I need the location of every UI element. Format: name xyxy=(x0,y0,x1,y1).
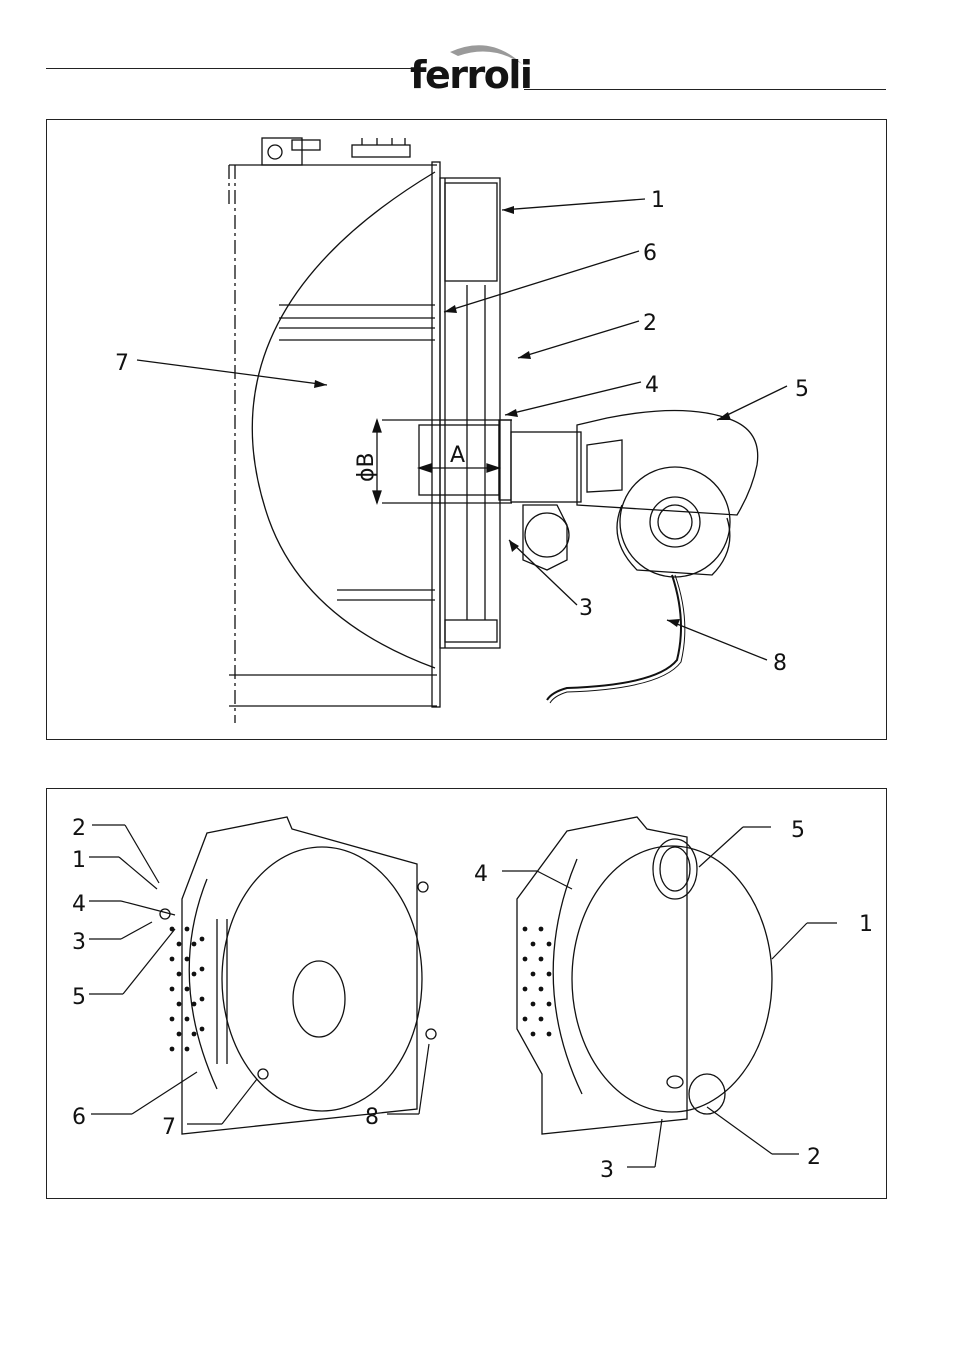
header-rule-right xyxy=(524,89,886,90)
callout-right-3: 3 xyxy=(600,1158,614,1183)
callout-top-7: 7 xyxy=(115,351,129,376)
callout-top-4: 4 xyxy=(645,373,659,398)
burner-section-drawing: 1 6 2 4 5 7 3 8 A ϕB xyxy=(47,120,886,739)
right-hole-pattern xyxy=(523,927,552,1037)
dimension-b-label: ϕB xyxy=(354,452,379,482)
callout-top-3: 3 xyxy=(579,596,593,621)
callout-right-1: 1 xyxy=(859,912,873,937)
callout-left-7: 7 xyxy=(162,1115,176,1140)
callout-left-3: 3 xyxy=(72,930,86,955)
callout-left-1: 1 xyxy=(72,848,86,873)
door-assembly-drawing: 2 1 4 3 5 6 7 8 5 4 1 3 2 xyxy=(47,789,886,1198)
figure-top-panel: 1 6 2 4 5 7 3 8 A ϕB xyxy=(46,119,887,740)
callout-right-4: 4 xyxy=(474,862,488,887)
callout-top-8: 8 xyxy=(773,651,787,676)
figure-bottom-panel: 2 1 4 3 5 6 7 8 5 4 1 3 2 xyxy=(46,788,887,1199)
left-hole-pattern xyxy=(170,927,205,1052)
header-rule-left xyxy=(46,68,416,69)
callout-top-6: 6 xyxy=(643,241,657,266)
callout-left-8: 8 xyxy=(365,1105,379,1130)
brand-logo: ferroli xyxy=(410,42,530,102)
callout-top-2: 2 xyxy=(643,311,657,336)
callout-left-2: 2 xyxy=(72,816,86,841)
callout-left-4: 4 xyxy=(72,892,86,917)
dimension-a-label: A xyxy=(450,443,465,468)
callout-right-5: 5 xyxy=(791,818,805,843)
callout-top-1: 1 xyxy=(651,188,665,213)
brand-name: ferroli xyxy=(410,56,531,94)
callout-top-5: 5 xyxy=(795,377,809,402)
callout-left-5: 5 xyxy=(72,985,86,1010)
callout-left-6: 6 xyxy=(72,1105,86,1130)
callout-right-2: 2 xyxy=(807,1145,821,1170)
